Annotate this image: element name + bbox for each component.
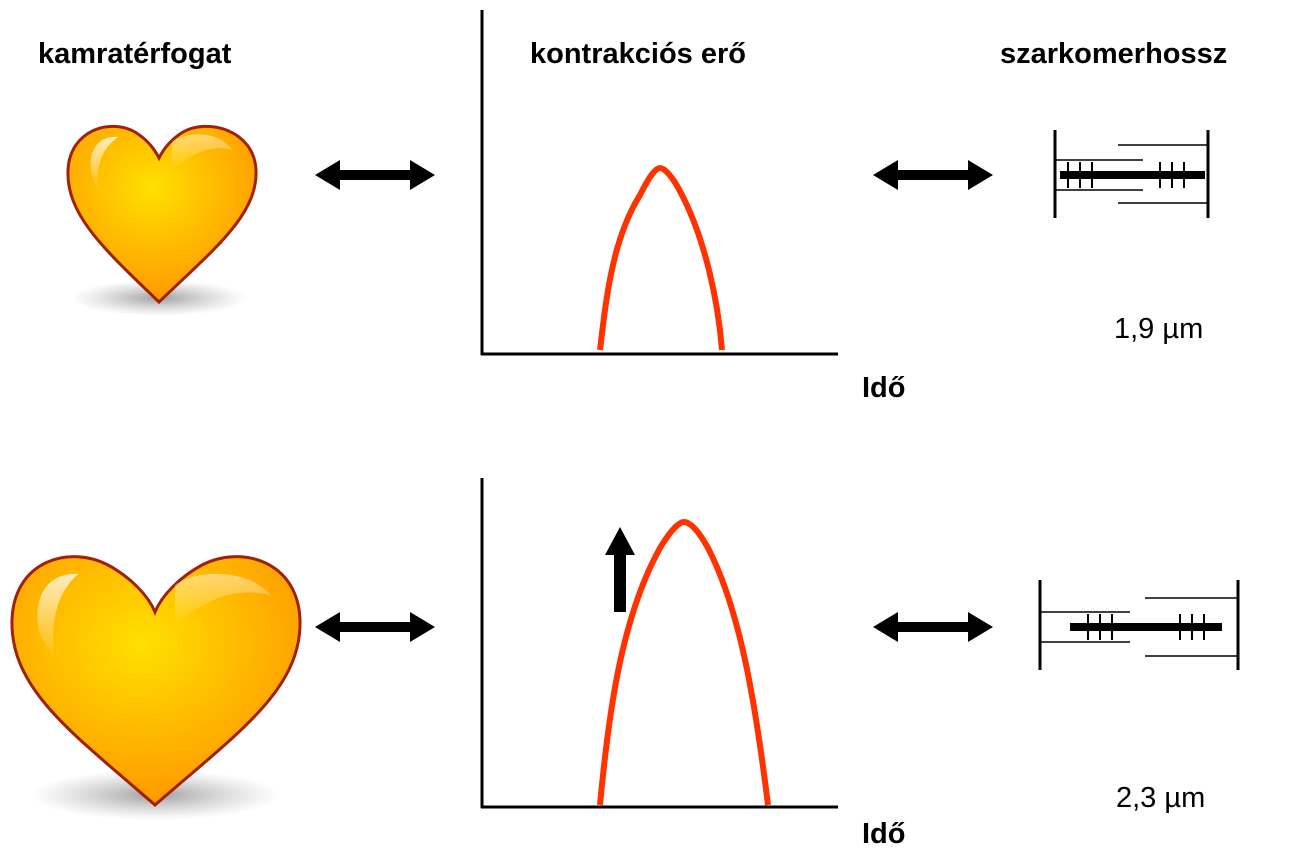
large-heart-icon	[10, 555, 302, 820]
sarcomere-length-1: 1,9 µm	[1114, 313, 1204, 345]
small-heart-icon	[66, 124, 258, 316]
sarcomere-icon-2	[1038, 580, 1240, 670]
sarcomere-icon-1	[1053, 130, 1210, 218]
header-force: kontrakciós erő	[530, 38, 746, 70]
double-arrow-icon	[873, 612, 993, 642]
double-arrow-icon	[873, 160, 993, 190]
force-graph-2	[480, 478, 838, 809]
header-volume: kamratérfogat	[38, 38, 232, 70]
force-curve-1	[597, 164, 725, 351]
double-arrow-icon	[315, 612, 435, 642]
force-graph-1	[480, 10, 838, 356]
time-axis-label-1: Idő	[862, 372, 906, 404]
time-axis-label-2: Idő	[862, 818, 906, 850]
up-arrow-icon	[605, 527, 635, 612]
double-arrow-icon	[315, 160, 435, 190]
sarcomere-length-2: 2,3 µm	[1116, 782, 1206, 814]
force-curve-2	[597, 518, 771, 806]
header-sarcomere: szarkomerhossz	[1000, 38, 1228, 70]
